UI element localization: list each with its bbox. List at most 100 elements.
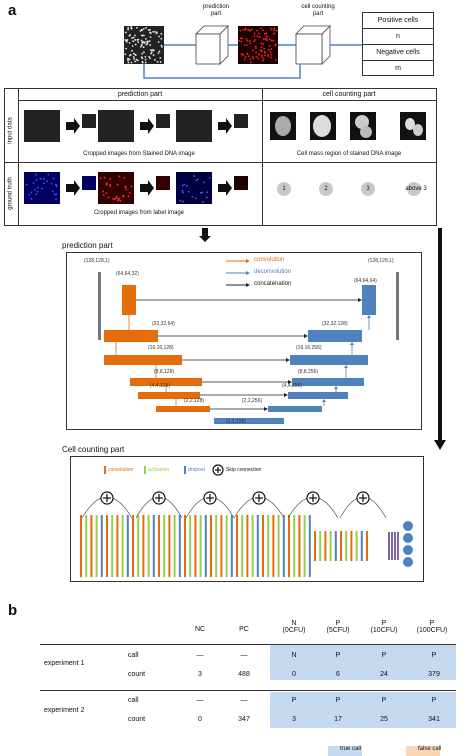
cnn-layer	[100, 515, 103, 577]
decoder-block	[290, 355, 368, 365]
cnn-layer	[184, 515, 186, 577]
table-cell: P	[291, 697, 297, 704]
unet-legend-deconv: deconvolution	[254, 269, 292, 275]
cnn-layer	[345, 531, 348, 561]
cnn-layer	[116, 515, 119, 577]
table-cell: 0	[198, 716, 202, 723]
cnn-legend-act: activation	[148, 467, 170, 473]
cnn-layer	[262, 515, 264, 577]
dense-layer	[391, 532, 393, 560]
panel-b-label: b	[8, 602, 18, 619]
cnn-layer	[220, 515, 223, 577]
stained-crop-image	[176, 110, 212, 142]
unet-shape-label: (2,2,256)	[242, 398, 262, 404]
cnn-layer	[256, 515, 259, 577]
table-cell: 6	[336, 671, 340, 678]
table-cell: —	[196, 697, 204, 704]
flow-arrows	[199, 228, 446, 450]
encoder-block	[122, 285, 136, 315]
col-header-prediction: prediction part	[117, 91, 163, 98]
table-cell: 3	[292, 716, 296, 723]
stained-crop-image	[98, 110, 134, 142]
cnn-legend-drop: dropout	[188, 467, 205, 473]
cnn-layer	[308, 515, 311, 577]
cnn-layer	[210, 515, 212, 577]
table-cell: 347	[238, 716, 250, 723]
unet-shape-label: (128,128,1)	[84, 258, 110, 264]
cnn-layer	[314, 531, 316, 561]
cnn-layer	[360, 531, 363, 561]
cnn-layer	[194, 515, 197, 577]
count-circle	[277, 182, 291, 196]
cnn-layer	[241, 515, 244, 577]
cnn-layer	[236, 515, 238, 577]
cnn-layer	[111, 515, 114, 577]
result-row: Positive cells	[363, 13, 433, 29]
count-label: 2	[324, 186, 328, 192]
cnn-layer	[173, 515, 176, 577]
decoder-block	[268, 406, 322, 412]
unet-shape-label: (16,16,128)	[148, 345, 174, 351]
decoder-block	[288, 392, 348, 399]
row-label-call: call	[128, 652, 139, 659]
cnn-layer	[225, 515, 228, 577]
example-grid	[4, 88, 437, 226]
table-cell: N	[291, 652, 297, 659]
table-cell: —	[240, 652, 248, 659]
unet-shape-label: (8,8,256)	[298, 369, 318, 375]
cnn-layer	[267, 515, 270, 577]
label-caption: Cropped images from label image	[93, 210, 185, 216]
col-header-cell-counting: cell counting part	[322, 91, 376, 98]
cnn-layer	[355, 531, 358, 561]
cnn-layer	[126, 515, 129, 577]
cnn-layer	[215, 515, 218, 577]
table-cell: P	[335, 697, 341, 704]
table-cell: P	[381, 652, 387, 659]
result-row: Negative cells	[363, 45, 433, 61]
table-cell: 3	[198, 671, 202, 678]
panel-a-label: a	[8, 2, 17, 19]
unet-shape-label: (32,32,128)	[322, 321, 348, 327]
cnn-layer	[282, 515, 285, 577]
legend-false-label: false call	[418, 746, 442, 752]
legend-true-label: true call	[340, 746, 362, 752]
cnn-diagram	[80, 464, 413, 577]
cnn-layer	[334, 531, 337, 561]
unet-shape-label: (8,8,128)	[154, 369, 174, 375]
count-circle	[319, 182, 333, 196]
encoder-block	[104, 355, 182, 365]
unet-shape-label: (4,4,256)	[282, 383, 302, 389]
row-label-count: count	[128, 671, 146, 678]
decoder-block	[292, 378, 364, 386]
stained-crop-image	[24, 110, 60, 142]
table-cell: 0	[292, 671, 296, 678]
table-cell: 24	[380, 671, 388, 678]
table-cell: 17	[334, 716, 342, 723]
decoder-block	[308, 330, 362, 342]
result-row: n	[363, 29, 433, 45]
cnn-layer	[298, 515, 301, 577]
cnn-layer	[293, 515, 296, 577]
table-cell: 488	[238, 671, 250, 678]
count-label: 1	[282, 186, 286, 192]
dense-layer	[397, 532, 399, 560]
table-cell: 379	[428, 671, 440, 678]
cnn-layer	[230, 515, 233, 577]
cnn-layer	[329, 531, 332, 561]
prediction-cube	[195, 25, 229, 65]
table-cell: 341	[428, 716, 440, 723]
decoder-block	[362, 285, 376, 315]
cnn-layer	[303, 515, 306, 577]
cnn-layer	[288, 515, 290, 577]
count-circle	[407, 182, 421, 196]
count-label: 3	[366, 186, 370, 192]
cnn-title: Cell counting part	[62, 445, 125, 454]
unet-diagram: (128,128,1)(64,64,32)(32,32,64)(16,16,12…	[84, 258, 399, 425]
legend-true-swatch	[328, 746, 362, 756]
cnn-layer	[142, 515, 145, 577]
cnn-layer	[163, 515, 166, 577]
unet-shape-label: (64,64,64)	[354, 278, 377, 284]
col-header: P (5CFU)	[326, 620, 350, 634]
result-row: m	[395, 65, 401, 72]
count-circle	[361, 182, 375, 196]
